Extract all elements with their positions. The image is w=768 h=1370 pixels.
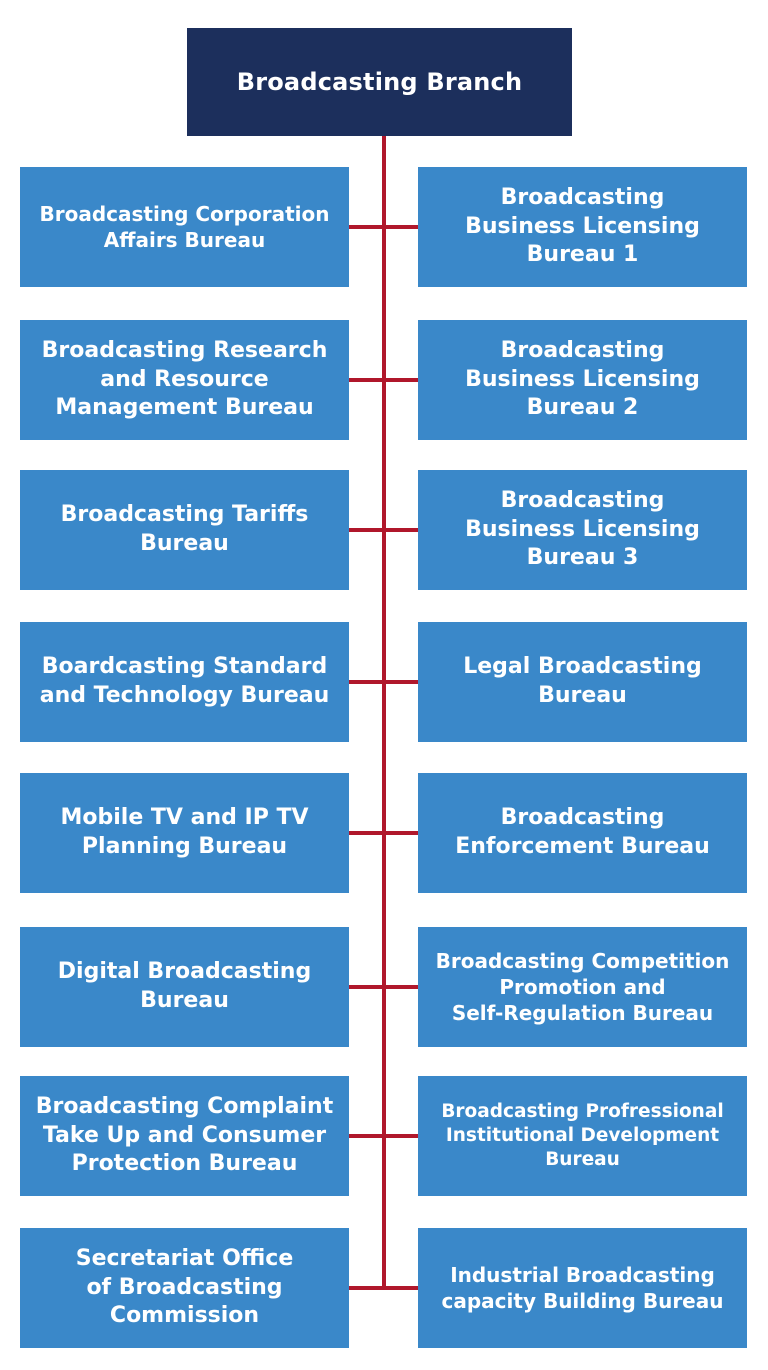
bureau-box-right: Broadcasting Business Licensing Bureau 3 xyxy=(418,470,747,590)
bureau-label: Broadcasting Business Licensing Bureau 3 xyxy=(465,488,700,571)
bureau-box-left: Secretariat Office of Broadcasting Commi… xyxy=(20,1228,349,1348)
connector-right xyxy=(384,985,418,989)
connector-left xyxy=(349,1286,384,1290)
root-node-label: Broadcasting Branch xyxy=(236,68,523,96)
bureau-box-right: Broadcasting Competition Promotion and S… xyxy=(418,927,747,1047)
bureau-box-right: Broadcasting Business Licensing Bureau 2 xyxy=(418,320,747,440)
connector-right xyxy=(384,1134,418,1138)
connector-left xyxy=(349,528,384,532)
connector-right xyxy=(384,1286,418,1290)
connector-left xyxy=(349,225,384,229)
bureau-label: Broadcasting Tariffs Bureau xyxy=(60,502,309,556)
connector-left xyxy=(349,1134,384,1138)
bureau-label: Boardcasting Standard and Technology Bur… xyxy=(39,654,330,708)
connector-left xyxy=(349,985,384,989)
bureau-label: Broadcasting Corporation Affairs Bureau xyxy=(39,202,330,252)
bureau-box-left: Mobile TV and IP TV Planning Bureau xyxy=(20,773,349,893)
bureau-label: Industrial Broadcasting capacity Buildin… xyxy=(441,1263,724,1313)
bureau-label: Digital Broadcasting Bureau xyxy=(57,959,312,1013)
bureau-label: Secretariat Office of Broadcasting Commi… xyxy=(75,1246,294,1329)
vertical-connector xyxy=(382,136,386,1289)
connector-right xyxy=(384,680,418,684)
bureau-box-left: Boardcasting Standard and Technology Bur… xyxy=(20,622,349,742)
connector-right xyxy=(384,831,418,835)
bureau-box-right: Legal Broadcasting Bureau xyxy=(418,622,747,742)
bureau-label: Broadcasting Profressional Institutional… xyxy=(441,1100,724,1171)
bureau-box-right: Industrial Broadcasting capacity Buildin… xyxy=(418,1228,747,1348)
connector-right xyxy=(384,378,418,382)
connector-right xyxy=(384,225,418,229)
bureau-label: Broadcasting Business Licensing Bureau 2 xyxy=(465,338,700,421)
bureau-label: Mobile TV and IP TV Planning Bureau xyxy=(60,805,309,859)
bureau-box-left: Broadcasting Research and Resource Manag… xyxy=(20,320,349,440)
bureau-label: Broadcasting Business Licensing Bureau 1 xyxy=(465,185,700,268)
bureau-box-left: Broadcasting Complaint Take Up and Consu… xyxy=(20,1076,349,1196)
root-node: Broadcasting Branch xyxy=(187,28,572,136)
bureau-box-right: Broadcasting Enforcement Bureau xyxy=(418,773,747,893)
connector-left xyxy=(349,378,384,382)
bureau-box-left: Broadcasting Tariffs Bureau xyxy=(20,470,349,590)
bureau-box-right: Broadcasting Profressional Institutional… xyxy=(418,1076,747,1196)
connector-right xyxy=(384,528,418,532)
bureau-box-right: Broadcasting Business Licensing Bureau 1 xyxy=(418,167,747,287)
bureau-label: Broadcasting Competition Promotion and S… xyxy=(435,949,730,1025)
bureau-label: Legal Broadcasting Bureau xyxy=(463,654,702,708)
bureau-box-left: Digital Broadcasting Bureau xyxy=(20,927,349,1047)
connector-left xyxy=(349,680,384,684)
bureau-label: Broadcasting Enforcement Bureau xyxy=(455,805,710,859)
bureau-box-left: Broadcasting Corporation Affairs Bureau xyxy=(20,167,349,287)
bureau-label: Broadcasting Complaint Take Up and Consu… xyxy=(35,1094,334,1177)
connector-left xyxy=(349,831,384,835)
bureau-label: Broadcasting Research and Resource Manag… xyxy=(41,338,328,421)
